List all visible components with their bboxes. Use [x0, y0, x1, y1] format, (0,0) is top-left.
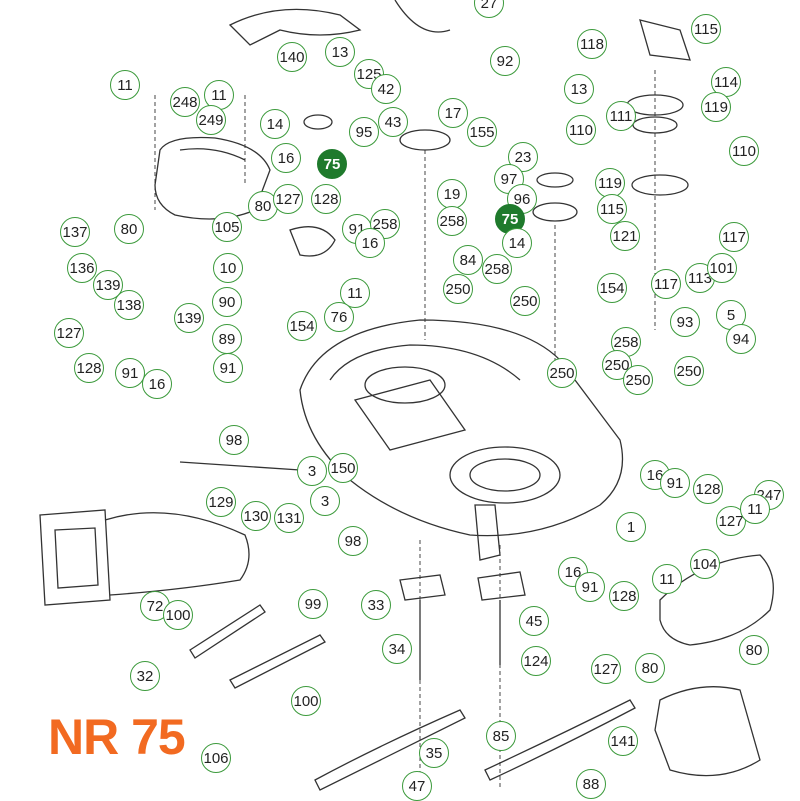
part-callout[interactable]: 119: [701, 92, 731, 122]
part-callout[interactable]: 10: [213, 253, 243, 283]
part-callout[interactable]: 106: [201, 743, 231, 773]
part-callout[interactable]: 92: [490, 46, 520, 76]
part-callout[interactable]: 141: [608, 726, 638, 756]
part-callout[interactable]: 154: [597, 273, 627, 303]
part-callout[interactable]: 127: [54, 318, 84, 348]
part-callout[interactable]: 129: [206, 487, 236, 517]
part-callout[interactable]: 11: [110, 70, 140, 100]
part-callout[interactable]: 110: [566, 115, 596, 145]
part-callout[interactable]: 137: [60, 217, 90, 247]
part-callout[interactable]: 101: [707, 253, 737, 283]
part-callout[interactable]: 150: [328, 453, 358, 483]
part-callout[interactable]: 16: [271, 143, 301, 173]
part-callout[interactable]: 127: [273, 184, 303, 214]
part-callout[interactable]: 13: [325, 37, 355, 67]
line-art: [39, 0, 774, 791]
part-callout[interactable]: 3: [310, 486, 340, 516]
part-callout[interactable]: 154: [287, 311, 317, 341]
part-callout[interactable]: 85: [486, 721, 516, 751]
part-callout[interactable]: 35: [419, 738, 449, 768]
part-callout[interactable]: 95: [349, 117, 379, 147]
part-callout[interactable]: 155: [467, 117, 497, 147]
part-callout[interactable]: 250: [510, 286, 540, 316]
part-callout[interactable]: 32: [130, 661, 160, 691]
part-callout[interactable]: 1: [616, 512, 646, 542]
part-callout[interactable]: 136: [67, 253, 97, 283]
part-callout[interactable]: 14: [260, 109, 290, 139]
part-callout[interactable]: 250: [674, 356, 704, 386]
part-callout[interactable]: 127: [591, 654, 621, 684]
part-callout[interactable]: 88: [576, 769, 606, 799]
part-callout[interactable]: 80: [114, 214, 144, 244]
part-callout[interactable]: 104: [690, 549, 720, 579]
part-callout[interactable]: 84: [453, 245, 483, 275]
part-callout[interactable]: 128: [609, 581, 639, 611]
part-callout[interactable]: 127: [716, 506, 746, 536]
part-callout[interactable]: 140: [277, 42, 307, 72]
part-callout[interactable]: 89: [212, 324, 242, 354]
part-callout[interactable]: 111: [606, 101, 636, 131]
part-callout[interactable]: 128: [311, 184, 341, 214]
part-callout[interactable]: 76: [324, 302, 354, 332]
part-callout[interactable]: 258: [482, 254, 512, 284]
part-callout[interactable]: 99: [298, 589, 328, 619]
part-callout[interactable]: 138: [114, 290, 144, 320]
part-callout[interactable]: 47: [402, 771, 432, 801]
part-callout[interactable]: 131: [274, 503, 304, 533]
part-callout[interactable]: 94: [726, 324, 756, 354]
part-callout[interactable]: 91: [660, 468, 690, 498]
part-callout[interactable]: 110: [729, 136, 759, 166]
part-callout[interactable]: 115: [691, 14, 721, 44]
part-callout[interactable]: 128: [693, 474, 723, 504]
part-callout[interactable]: 17: [438, 98, 468, 128]
part-callout[interactable]: 98: [219, 425, 249, 455]
part-callout[interactable]: 100: [291, 686, 321, 716]
part-callout[interactable]: 250: [547, 358, 577, 388]
part-callout[interactable]: 258: [437, 206, 467, 236]
part-callout[interactable]: 250: [623, 365, 653, 395]
part-callout[interactable]: 19: [437, 179, 467, 209]
part-callout[interactable]: 80: [739, 635, 769, 665]
part-callout[interactable]: 124: [521, 646, 551, 676]
part-callout[interactable]: 248: [170, 87, 200, 117]
part-callout[interactable]: 91: [213, 353, 243, 383]
part-callout[interactable]: 91: [575, 572, 605, 602]
part-callout[interactable]: 16: [142, 369, 172, 399]
part-callout[interactable]: 105: [212, 212, 242, 242]
diagram-title: NR 75: [48, 709, 186, 765]
part-callout[interactable]: 258: [370, 209, 400, 239]
part-callout[interactable]: 130: [241, 501, 271, 531]
part-callout[interactable]: 80: [635, 653, 665, 683]
part-callout[interactable]: 11: [652, 564, 682, 594]
part-callout[interactable]: 115: [597, 194, 627, 224]
part-callout[interactable]: 14: [502, 228, 532, 258]
part-callout[interactable]: 117: [719, 222, 749, 252]
part-callout[interactable]: 3: [297, 456, 327, 486]
part-callout[interactable]: 121: [610, 221, 640, 251]
part-callout[interactable]: 42: [371, 74, 401, 104]
part-callout[interactable]: 118: [577, 29, 607, 59]
part-callout[interactable]: 250: [602, 350, 632, 380]
part-callout[interactable]: 11: [740, 494, 770, 524]
part-callout[interactable]: 90: [212, 287, 242, 317]
part-callout[interactable]: 43: [378, 107, 408, 137]
part-callout[interactable]: 100: [163, 600, 193, 630]
part-callout[interactable]: 250: [443, 274, 473, 304]
part-callout[interactable]: 45: [519, 606, 549, 636]
part-callout-highlighted[interactable]: 75: [317, 149, 347, 179]
part-callout[interactable]: 117: [651, 269, 681, 299]
part-callout[interactable]: 13: [564, 74, 594, 104]
part-callout[interactable]: 34: [382, 634, 412, 664]
part-callout[interactable]: 98: [338, 526, 368, 556]
part-callout[interactable]: 91: [115, 358, 145, 388]
part-callout[interactable]: 33: [361, 590, 391, 620]
part-callout[interactable]: 139: [174, 303, 204, 333]
part-callout[interactable]: 128: [74, 353, 104, 383]
part-callout[interactable]: 249: [196, 105, 226, 135]
part-callout[interactable]: 93: [670, 307, 700, 337]
part-callout[interactable]: 16: [558, 557, 588, 587]
part-callout[interactable]: 11: [340, 278, 370, 308]
part-callout[interactable]: 16: [355, 228, 385, 258]
